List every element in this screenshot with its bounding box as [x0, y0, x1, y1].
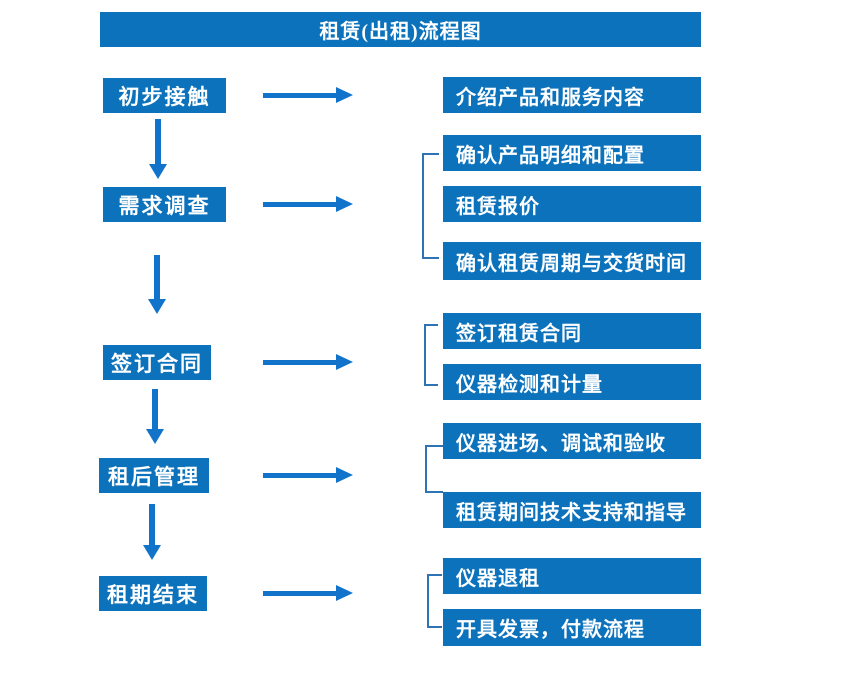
detail-box: 仪器检测和计量	[443, 364, 701, 400]
group-bracket	[422, 153, 439, 259]
down-arrow-icon	[148, 255, 166, 314]
detail-box: 确认产品明细和配置	[443, 135, 701, 171]
step-box-sign-contract: 签订合同	[103, 345, 211, 380]
detail-box: 确认租赁周期与交货时间	[443, 242, 701, 280]
detail-label: 仪器进场、调试和验收	[456, 432, 666, 455]
detail-box: 介绍产品和服务内容	[443, 77, 701, 113]
step-label: 初步接触	[118, 84, 211, 109]
step-box-post-rental-management: 租后管理	[99, 458, 209, 493]
right-arrow-icon	[263, 196, 353, 212]
detail-label: 仪器退租	[456, 567, 540, 590]
detail-label: 租赁期间技术支持和指导	[456, 501, 687, 524]
detail-label: 仪器检测和计量	[456, 373, 603, 396]
detail-box: 仪器退租	[443, 558, 701, 594]
group-bracket	[425, 445, 443, 493]
detail-box: 租赁期间技术支持和指导	[443, 492, 701, 528]
detail-box: 开具发票，付款流程	[443, 609, 701, 646]
down-arrow-icon	[143, 504, 161, 560]
step-label: 签订合同	[111, 351, 203, 376]
detail-label: 签订租赁合同	[456, 322, 582, 345]
detail-label: 租赁报价	[456, 195, 540, 218]
step-label: 需求调查	[118, 193, 211, 218]
flowchart-title: 租赁(出租)流程图	[319, 21, 482, 43]
detail-label: 开具发票，付款流程	[456, 619, 645, 641]
detail-label: 介绍产品和服务内容	[456, 86, 645, 109]
step-box-demand-survey: 需求调查	[103, 187, 226, 222]
group-bracket	[427, 574, 442, 628]
detail-label: 确认租赁周期与交货时间	[456, 252, 687, 275]
detail-label: 确认产品明细和配置	[456, 144, 645, 167]
step-box-rental-end: 租期结束	[99, 576, 207, 611]
right-arrow-icon	[263, 87, 353, 103]
right-arrow-icon	[263, 354, 353, 370]
down-arrow-icon	[149, 119, 167, 179]
step-label: 租期结束	[107, 582, 199, 607]
detail-box: 租赁报价	[443, 186, 701, 222]
right-arrow-icon	[263, 585, 353, 601]
flowchart-title-bar: 租赁(出租)流程图	[100, 12, 701, 47]
group-bracket	[424, 324, 438, 386]
right-arrow-icon	[263, 467, 353, 483]
detail-box: 仪器进场、调试和验收	[443, 423, 701, 459]
detail-box: 签订租赁合同	[443, 313, 701, 349]
step-box-initial-contact: 初步接触	[103, 78, 226, 113]
down-arrow-icon	[146, 389, 164, 444]
step-label: 租后管理	[108, 464, 200, 489]
